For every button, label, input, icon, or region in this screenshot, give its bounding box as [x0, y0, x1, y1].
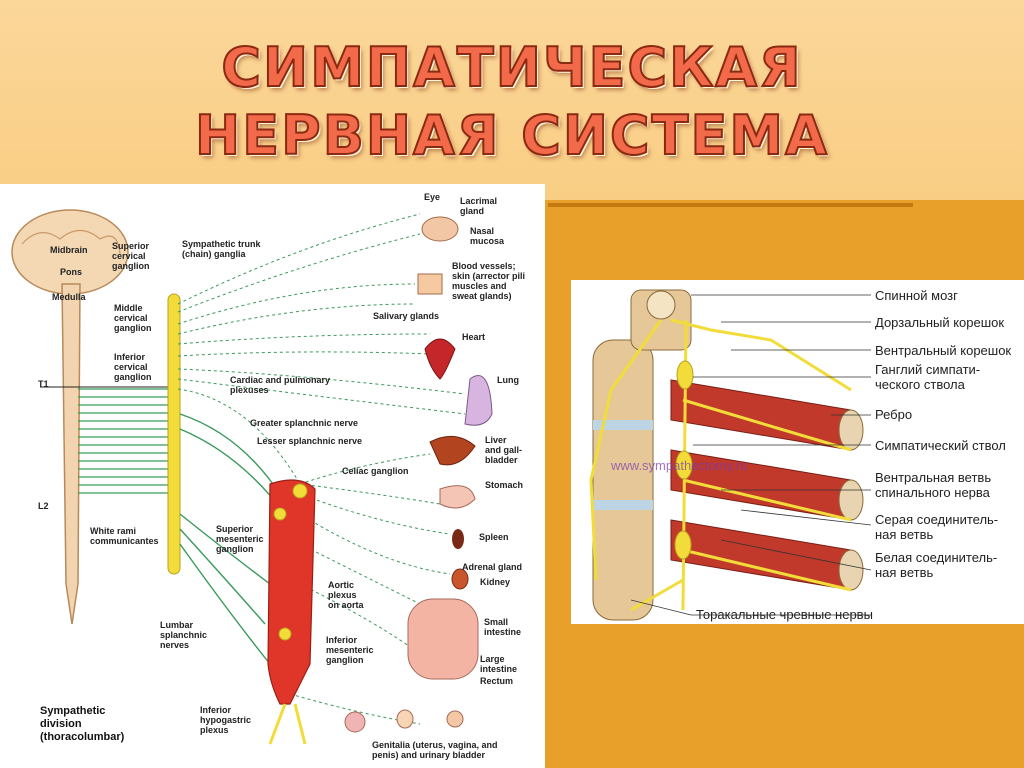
- lumbar-splanchnic-label: Lumbar splanchnic nerves: [160, 620, 207, 650]
- small-intestine-label: Small intestine: [484, 617, 521, 637]
- intestine-organ: [408, 599, 478, 679]
- salivary-label: Salivary glands: [373, 311, 439, 321]
- right-diagram-panel: www.sympathectomy.ru Спинной мозг Дорзал…: [571, 280, 1024, 624]
- greater-splanchnic-label: Greater splanchnic nerve: [250, 418, 358, 428]
- inf-hypogastric-label: Inferior hypogastric plexus: [200, 705, 251, 735]
- slide-title-line2: НЕРВНАЯ СИСТЕМА: [0, 104, 1024, 167]
- medulla-label: Medulla: [52, 292, 86, 302]
- ventral-root-label: Вентральный корешок: [875, 343, 1011, 358]
- rectum-label: Rectum: [480, 676, 513, 686]
- kidney-organ: [452, 569, 468, 589]
- midbrain-label: Midbrain: [50, 245, 88, 255]
- cardiac-plexus-label: Cardiac and pulmonary plexuses: [230, 375, 330, 395]
- eye-organ: [422, 217, 458, 241]
- trunk-label: Sympathetic trunk (chain) ganglia: [182, 239, 261, 259]
- genitalia-label: Genitalia (uterus, vagina, and penis) an…: [372, 740, 498, 760]
- left-diagram-panel: Midbrain Pons Medulla T1 L2 Superior cer…: [0, 184, 545, 768]
- spleen-organ: [452, 529, 464, 549]
- adrenal-label: Adrenal gland: [462, 562, 522, 572]
- stomach-label: Stomach: [485, 480, 523, 490]
- heart-organ: [425, 339, 455, 379]
- spinal-cord-shape: [62, 284, 80, 624]
- sympathetic-trunk: [168, 294, 180, 574]
- middle-cervical-label: Middle cervical ganglion: [114, 303, 152, 333]
- uterus-organ: [345, 712, 365, 732]
- ventral-branch-label: Вентральная ветвь спинального нерва: [875, 470, 991, 500]
- heart-label: Heart: [462, 332, 485, 342]
- ganglion-label: Ганглий симпати- ческого ствола: [875, 362, 980, 392]
- celiac-label: Celiac ganglion: [342, 466, 409, 476]
- sup-mesenteric-label: Superior mesenteric ganglion: [216, 524, 264, 554]
- superior-cervical-label: Superior cervical ganglion: [112, 241, 150, 271]
- aortic-plexus-label: Aortic plexus on aorta: [328, 580, 364, 610]
- dorsal-root-label: Дорзальный корешок: [875, 315, 1004, 330]
- white-ramus-label: Белая соединитель- ная ветвь: [875, 550, 997, 580]
- kidney-label: Kidney: [480, 577, 510, 587]
- liver-label: Liver and gall- bladder: [485, 435, 522, 465]
- skin-organ: [418, 274, 442, 294]
- diagram-caption: Sympathetic division (thoracolumbar): [40, 705, 124, 744]
- spleen-label: Spleen: [479, 532, 509, 542]
- lung-organ: [465, 376, 492, 426]
- rib-label: Ребро: [875, 407, 912, 422]
- lung-label: Lung: [497, 375, 519, 385]
- lesser-splanchnic-label: Lesser splanchnic nerve: [257, 436, 362, 446]
- liver-organ: [430, 436, 475, 465]
- blood-vessels-label: Blood vessels; skin (arrector pili muscl…: [452, 261, 525, 301]
- lacrimal-label: Lacrimal gland: [460, 196, 497, 216]
- trunk-right-label: Симпатический ствол: [875, 438, 1006, 453]
- slide-title-line1: СИМПАТИЧЕСКАЯ: [0, 36, 1024, 99]
- gray-ramus-label: Серая соединитель- ная ветвь: [875, 512, 998, 542]
- white-rami-label: White rami communicantes: [90, 526, 159, 546]
- inf-mesenteric-label: Inferior mesenteric ganglion: [326, 635, 374, 665]
- spinal-cord-label: Спинной мозг: [875, 288, 958, 303]
- watermark-text: www.sympathectomy.ru: [610, 458, 747, 473]
- stomach-organ: [440, 486, 475, 508]
- large-intestine-label: Large intestine: [480, 654, 517, 674]
- nasal-label: Nasal mucosa: [470, 226, 504, 246]
- thoracic-nerves-label: Торакальные чревные нервы: [696, 607, 873, 622]
- white-rami-lines: [78, 389, 172, 493]
- eye-label: Eye: [424, 192, 440, 202]
- inferior-cervical-label: Inferior cervical ganglion: [114, 352, 152, 382]
- l2-label: L2: [38, 501, 49, 511]
- t1-label: T1: [38, 379, 49, 389]
- pons-label: Pons: [60, 267, 82, 277]
- decorative-rule: [548, 203, 913, 207]
